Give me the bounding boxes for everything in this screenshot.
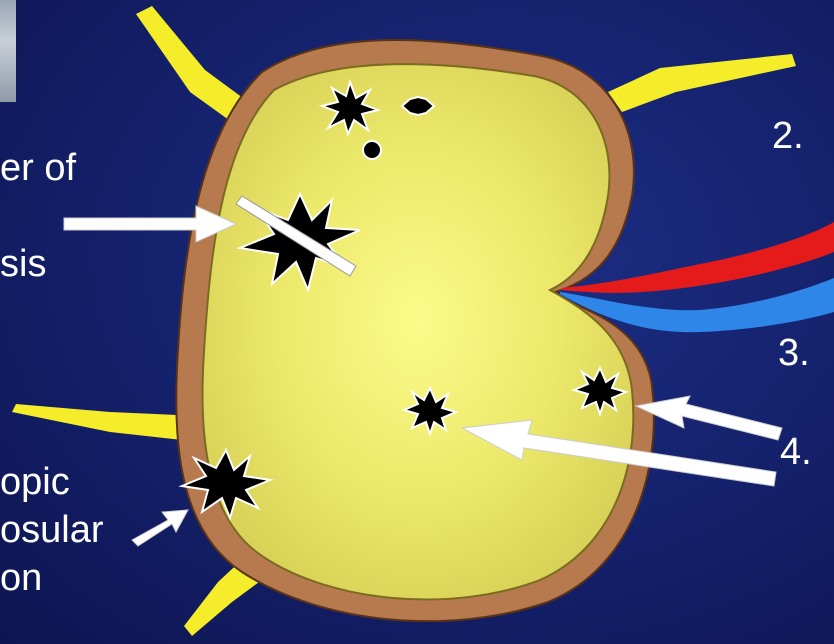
arrow-to-capsular-lesion <box>132 510 188 546</box>
right-label-2: 2. <box>772 116 804 156</box>
right-label-4: 4. <box>780 432 812 472</box>
lesion-top-3 <box>363 141 381 159</box>
renal-parenchyma <box>202 64 633 599</box>
left-label-bottom-line3: on <box>0 558 42 598</box>
arrow-to-right-lesion <box>636 396 782 440</box>
left-label-bottom-line1: opic <box>0 462 70 502</box>
left-label-bottom-line2: osular <box>0 510 104 550</box>
left-label-top-line2: sis <box>0 244 46 284</box>
left-label-top-line1: er of <box>0 148 76 188</box>
nerve-left-middle <box>12 404 200 442</box>
right-label-3: 3. <box>778 333 810 373</box>
nerve-top-right <box>608 54 796 112</box>
